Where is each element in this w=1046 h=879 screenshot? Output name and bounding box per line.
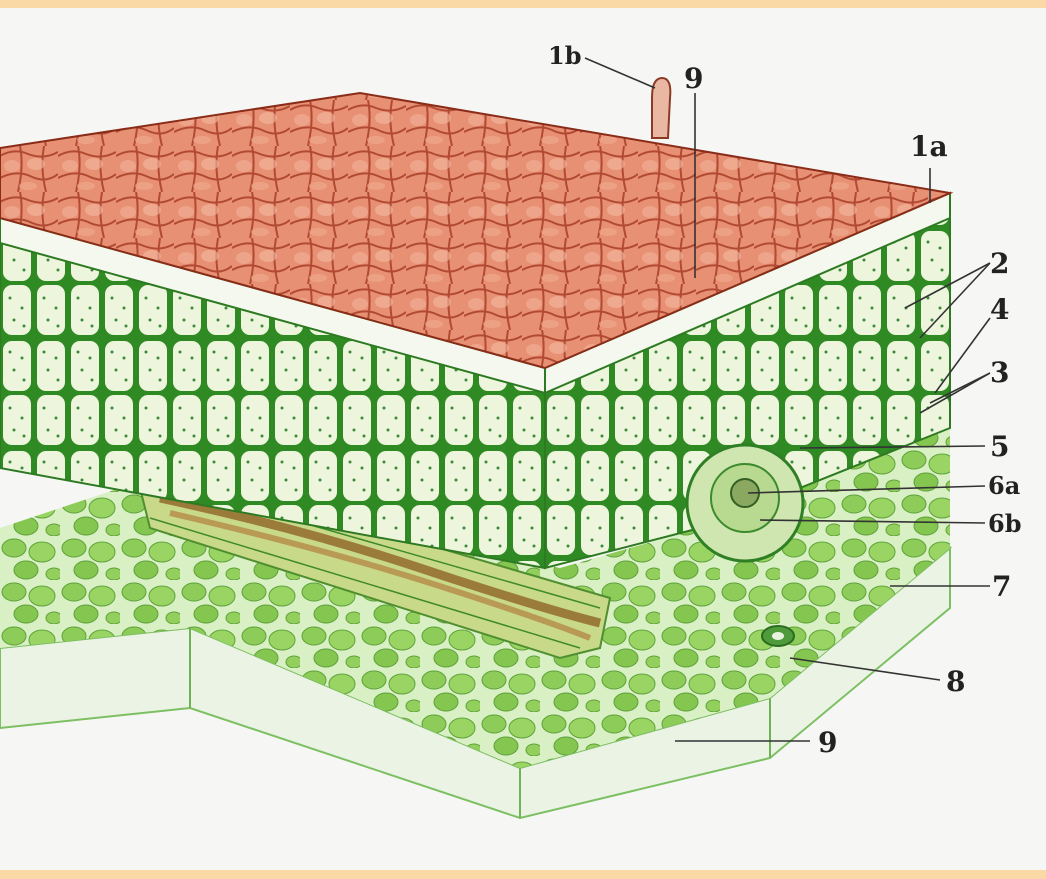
diagram-frame: 1b 9 1a 2 4 3 5 6a 6b 7 8 9 [0,8,1046,870]
vascular-bundle-cross-section [687,445,803,561]
label-9-top: 9 [684,62,703,95]
stoma [762,626,794,646]
label-6b: 6b [988,509,1021,538]
label-2: 2 [990,247,1009,280]
label-6a: 6a [988,471,1020,500]
label-4: 4 [990,293,1009,326]
label-9-bottom: 9 [818,726,837,759]
label-5: 5 [990,430,1009,463]
trichome [652,78,670,138]
label-3: 3 [990,356,1009,389]
label-7: 7 [992,570,1011,603]
label-1a: 1a [910,130,948,163]
label-1b: 1b [548,41,581,70]
leaf-cross-section-diagram: 1b 9 1a 2 4 3 5 6a 6b 7 8 9 [0,8,1046,870]
label-8: 8 [946,665,965,698]
